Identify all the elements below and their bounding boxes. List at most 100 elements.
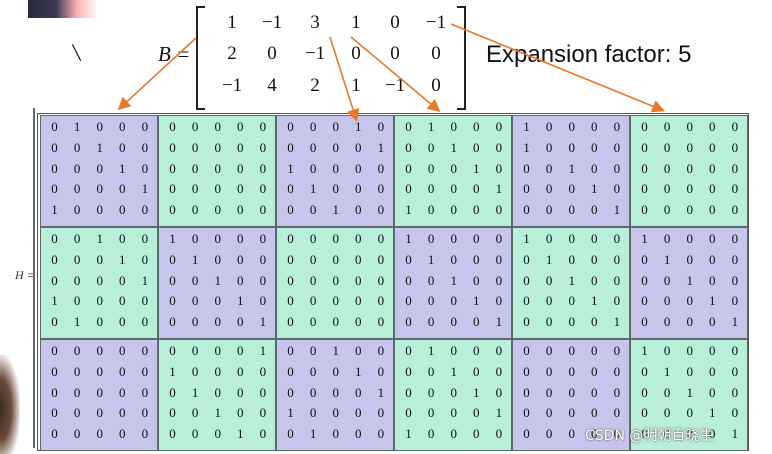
h-matrix-cell: 0 [731,119,739,134]
h-matrix-cell: 1 [686,272,693,288]
h-matrix-cell: 0 [568,384,575,400]
h-matrix-cell: 0 [427,181,435,197]
h-matrix-cell: 1 [287,405,294,421]
h-matrix-cell: 0 [214,384,221,400]
h-matrix-cell: 0 [495,426,503,442]
h-matrix-cell: 0 [709,314,716,330]
h-matrix-cell: 1 [523,231,530,246]
h-matrix-cell: 0 [51,251,58,267]
h-matrix-cell: 0 [545,384,553,400]
h-matrix-cell: 0 [686,231,693,246]
h-matrix-cell: 0 [523,251,530,267]
h-matrix-cell: 1 [427,251,435,267]
h-matrix-cell: 0 [663,293,671,309]
h-matrix-cell: 0 [377,181,385,197]
h-matrix-cell: 0 [473,251,480,267]
h-matrix-cell: 0 [377,202,385,218]
h-matrix-cell: 1 [51,293,58,309]
h-matrix-cell: 0 [495,384,503,400]
h-matrix-cell: 0 [237,314,244,330]
h-matrix-cell: 0 [332,181,339,197]
h-matrix-cell: 0 [523,384,530,400]
h-matrix-cell: 0 [641,139,648,155]
h-matrix-cell: 0 [495,343,503,358]
h-matrix-cell: 0 [473,119,480,134]
h-matrix-cell: 0 [427,139,435,155]
h-matrix-cell: 0 [427,384,435,400]
h-matrix-cell: 0 [568,202,575,218]
h-matrix-cell: 1 [545,251,553,267]
h-matrix-cell: 0 [377,314,385,330]
b-matrix-cell: 1 [351,12,361,33]
h-matrix-cell: 0 [427,405,435,421]
h-matrix-cell: 1 [96,231,103,246]
b-matrix-cell: −1 [261,12,283,33]
h-matrix-cell: 0 [332,293,339,309]
h-matrix-cell: 0 [119,181,126,197]
h-matrix-cell: 0 [51,363,58,379]
h-matrix-cell: 0 [427,363,435,379]
h-matrix-cell: 1 [473,160,480,176]
h-matrix-cell: 0 [686,314,693,330]
h-matrix-cell: 0 [377,405,385,421]
h-matrix-cell: 0 [169,251,176,267]
h-matrix-cell: 0 [663,272,671,288]
h-matrix-bracket [33,108,35,448]
h-matrix-cell: 0 [96,363,103,379]
h-matrix-cell: 0 [332,426,339,442]
h-matrix-cell: 0 [237,119,244,134]
h-matrix-cell: 1 [141,181,149,197]
h-matrix-cell: 1 [641,343,648,358]
h-matrix-cell: 0 [731,293,739,309]
h-matrix-cell: 1 [473,384,480,400]
h-matrix-cell: 0 [731,272,739,288]
h-matrix-cell: 0 [169,426,176,442]
h-matrix-cell: 0 [523,160,530,176]
h-matrix-cell: 0 [450,251,457,267]
h-matrix-cell: 0 [591,160,598,176]
h-matrix-cell: 0 [568,343,575,358]
h-matrix-cell: 0 [332,405,339,421]
h-matrix-cell: 0 [237,272,244,288]
h-matrix-cell: 0 [141,231,149,246]
h-matrix-cell: 0 [237,251,244,267]
h-matrix-cell: 0 [191,343,199,358]
b-matrix-cell: 4 [267,75,277,96]
h-matrix-cell: 1 [259,314,267,330]
h-matrix-cell: 1 [568,272,575,288]
h-matrix-cell: 0 [473,363,480,379]
h-matrix-cell: 0 [259,293,267,309]
h-matrix-cell: 0 [73,426,81,442]
h-matrix-cell: 0 [309,384,317,400]
h-matrix-cell: 0 [332,314,339,330]
h-matrix-cell: 1 [591,293,598,309]
h-matrix-cell: 0 [73,272,81,288]
h-matrix-cell: 0 [355,293,362,309]
h-matrix-cell: 0 [641,119,648,134]
h-matrix-cell: 0 [450,293,457,309]
h-matrix-cell: 0 [73,251,81,267]
h-matrix-cell: 0 [119,314,126,330]
h-matrix-cell: 0 [427,160,435,176]
h-matrix-cell: 0 [686,202,693,218]
h-matrix-cell: 1 [450,272,457,288]
h-matrix-cell: 0 [545,426,553,442]
h-matrix-cell: 1 [473,293,480,309]
h-matrix-cell: 0 [591,272,598,288]
h-matrix-cell: 0 [591,202,598,218]
h-matrix-cell: 0 [450,231,457,246]
h-matrix-cell: 0 [450,314,457,330]
left-bracket [196,6,205,110]
h-matrix-cell: 1 [119,251,126,267]
h-matrix-cell: 0 [495,251,503,267]
h-matrix-cell: 1 [709,293,716,309]
h-matrix-cell: 1 [355,119,362,134]
h-matrix-cell: 0 [287,181,294,197]
h-matrix-cell: 0 [709,363,716,379]
h-matrix-cell: 1 [613,314,621,330]
h-matrix-cell: 0 [405,384,412,400]
h-matrix-cell: 1 [355,363,362,379]
